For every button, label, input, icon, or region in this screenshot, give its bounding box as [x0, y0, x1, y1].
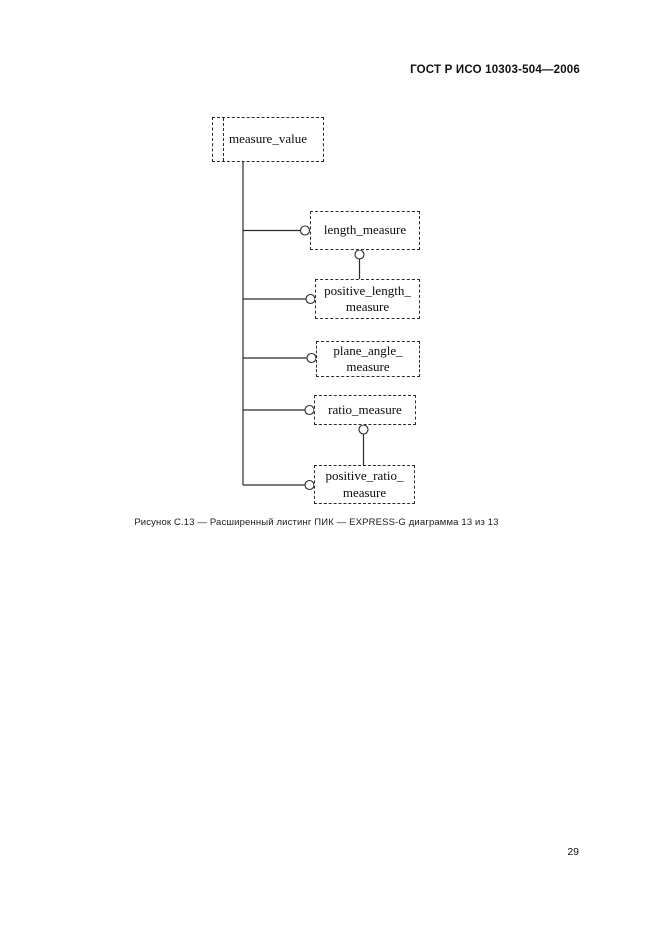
connector-circle: [358, 424, 369, 435]
node-measure-value: measure_value: [212, 117, 324, 162]
node-label: plane_angle_ measure: [333, 342, 403, 374]
select-type-bar: [223, 118, 224, 161]
node-label: positive_length_ measure: [324, 282, 411, 314]
connector-circle: [304, 479, 315, 491]
connector-circle: [305, 293, 316, 305]
node-label: positive_ratio_ measure: [325, 468, 404, 500]
connector-circle: [304, 404, 315, 416]
node-plane-angle-measure: plane_angle_ measure: [316, 341, 420, 377]
page-number: 29: [567, 846, 579, 858]
connector-circle: [299, 225, 311, 236]
connector-circle: [306, 352, 317, 364]
node-label: length_measure: [323, 222, 407, 238]
node-positive-ratio-measure: positive_ratio_ measure: [314, 465, 415, 504]
node-length-measure: length_measure: [310, 211, 420, 250]
figure-caption: Рисунок С.13 — Расширенный листинг ПИК —…: [134, 517, 499, 528]
running-header: ГОСТ Р ИСО 10303-504—2006: [410, 64, 580, 76]
connector-circle: [354, 249, 365, 260]
node-positive-length-measure: positive_length_ measure: [315, 279, 420, 319]
node-label: ratio_measure: [328, 401, 402, 417]
node-ratio-measure: ratio_measure: [314, 395, 416, 425]
node-label: measure_value: [229, 131, 307, 147]
